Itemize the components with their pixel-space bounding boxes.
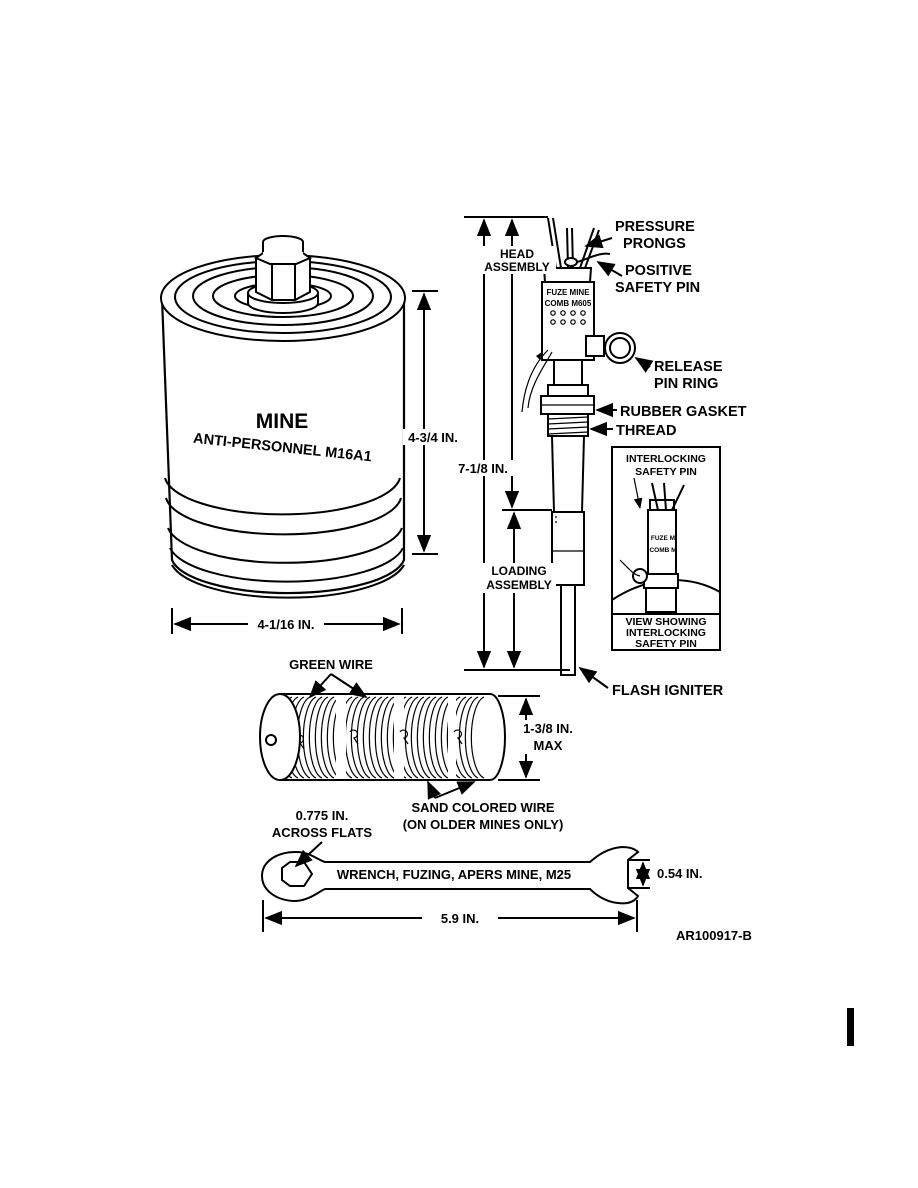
inset-title-1: INTERLOCKING <box>626 453 706 465</box>
flash-igniter <box>560 584 576 676</box>
wrench-name-label: WRENCH, FUZING, APERS MINE, M25 <box>337 867 571 882</box>
mine-fuze-plug <box>247 235 319 314</box>
release-pin-ring-label-2: PIN RING <box>654 376 718 392</box>
rubber-gasket-label: RUBBER GASKET <box>620 404 747 420</box>
mine-width-dimension: 4-1/16 IN. <box>171 608 403 634</box>
mine-height-dimension: 4-3/4 IN. <box>403 290 461 555</box>
inset-caption-3: SAFETY PIN <box>635 638 697 650</box>
rubber-gasket <box>540 395 595 415</box>
flash-igniter-label: FLASH IGNITER <box>612 683 724 699</box>
across-flats-label-1: 0.775 IN. <box>296 808 349 823</box>
loading-assembly-label-1: LOADING <box>491 564 546 578</box>
mine-width-label: 4-1/16 IN. <box>257 617 314 632</box>
m25-wrench: WRENCH, FUZING, APERS MINE, M25 <box>260 845 650 905</box>
head-assembly-label-1: HEAD <box>500 247 534 261</box>
wrench-callouts: 0.775 IN. ACROSS FLATS 0.54 IN. 5.9 IN. <box>262 808 703 932</box>
fuze-overall-dim-label: 7-1/8 IN. <box>458 461 508 476</box>
sand-wire-label-2: (ON OLDER MINES ONLY) <box>403 817 564 832</box>
page-edge-marker <box>847 1008 854 1046</box>
spool-height-label-2: MAX <box>534 738 563 753</box>
mine-title: MINE <box>256 410 309 433</box>
inset-caption-1: VIEW SHOWING <box>625 616 706 628</box>
across-flats-label-2: ACROSS FLATS <box>272 825 372 840</box>
positive-safety-pin-label-2: SAFETY PIN <box>615 280 700 296</box>
fuze-callouts: PRESSURE PRONGS POSITIVE SAFETY PIN RELE… <box>578 219 747 699</box>
sand-wire-label-1: SAND COLORED WIRE <box>412 800 555 815</box>
pressure-prongs-label-1: PRESSURE <box>615 219 695 235</box>
pressure-prongs-label-2: PRONGS <box>623 236 686 252</box>
fuze-assembly: FUZE MINE COMB M605 <box>521 217 636 676</box>
loading-assembly-label-2: ASSEMBLY <box>486 578 552 592</box>
fuze-thread <box>547 413 589 437</box>
inset-caption-2: INTERLOCKING <box>626 627 706 639</box>
inset-body-label-2: COMB M <box>649 547 676 554</box>
green-wire-label: GREEN WIRE <box>289 657 373 672</box>
spool-wire-gaps <box>336 696 456 779</box>
trip-wire-spool <box>259 693 506 781</box>
positive-safety-pin-label-1: POSITIVE <box>625 263 692 279</box>
thread-label: THREAD <box>616 423 676 439</box>
head-assembly-label-2: ASSEMBLY <box>484 260 550 274</box>
spool-callouts: GREEN WIRE 1-3/8 IN. MAX SAND COLORED WI… <box>289 657 582 832</box>
jaw-dim-label: 0.54 IN. <box>657 866 703 881</box>
inset-title-2: SAFETY PIN <box>635 466 697 478</box>
mine-body: MINE ANTI-PERSONNEL M16A1 <box>160 235 406 599</box>
spool-height-label-1: 1-3/8 IN. <box>523 721 573 736</box>
fuze-body-label-1: FUZE MINE <box>546 288 590 297</box>
fuze-vent-holes <box>550 310 586 325</box>
fuze-body-label-2: COMB M605 <box>545 299 592 308</box>
interlocking-pin-inset: INTERLOCKING SAFETY PIN FUZE M COMB M VI… <box>611 446 721 651</box>
inset-body-label-1: FUZE M <box>651 535 675 542</box>
release-pin-ring-label-1: RELEASE <box>654 359 723 375</box>
wrench-length-label: 5.9 IN. <box>441 911 479 926</box>
mine-height-label: 4-3/4 IN. <box>408 430 458 445</box>
positive-safety-pin <box>564 252 611 267</box>
release-pin-ring <box>585 332 636 364</box>
figure-id: AR100917-B <box>676 928 752 943</box>
fuze-dimensions: HEAD ASSEMBLY 7-1/8 IN. LOADING ASSEMBLY <box>450 216 570 671</box>
